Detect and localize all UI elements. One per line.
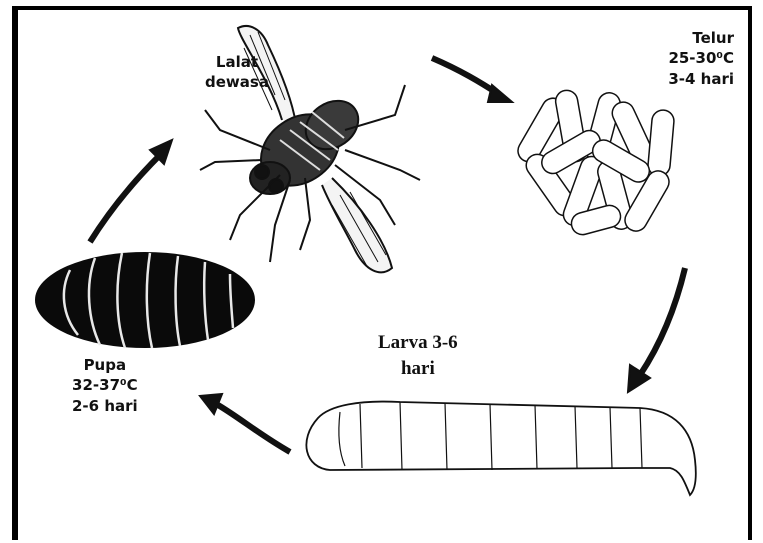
label-egg-line-1: Telur	[634, 28, 734, 48]
label-larva-line-1: Larva 3-6	[378, 330, 458, 356]
label-pupa-line-2: 32-37⁰C	[72, 375, 138, 395]
label-adult-line-1: Lalat	[205, 52, 269, 72]
label-egg-line-3: 3-4 hari	[634, 69, 734, 89]
arrow-adult-to-egg	[432, 58, 500, 95]
label-egg: Telur 25-30⁰C 3-4 hari	[634, 28, 734, 89]
label-egg-line-2: 25-30⁰C	[634, 48, 734, 68]
arrow-pupa-to-adult	[90, 155, 160, 242]
label-larva-line-2: hari	[378, 356, 458, 382]
pupa-illustration	[35, 252, 255, 348]
label-adult-line-2: dewasa	[205, 72, 269, 92]
label-pupa-line-1: Pupa	[72, 355, 138, 375]
label-pupa-line-3: 2-6 hari	[72, 396, 138, 416]
arrow-larva-to-pupa	[218, 405, 290, 452]
egg-cluster-illustration	[514, 89, 675, 237]
label-adult-fly: Lalat dewasa	[205, 52, 269, 93]
label-larva: Larva 3-6 hari	[378, 330, 458, 381]
arrow-egg-to-larva	[640, 268, 685, 375]
larva-illustration	[306, 402, 695, 495]
label-pupa: Pupa 32-37⁰C 2-6 hari	[72, 355, 138, 416]
